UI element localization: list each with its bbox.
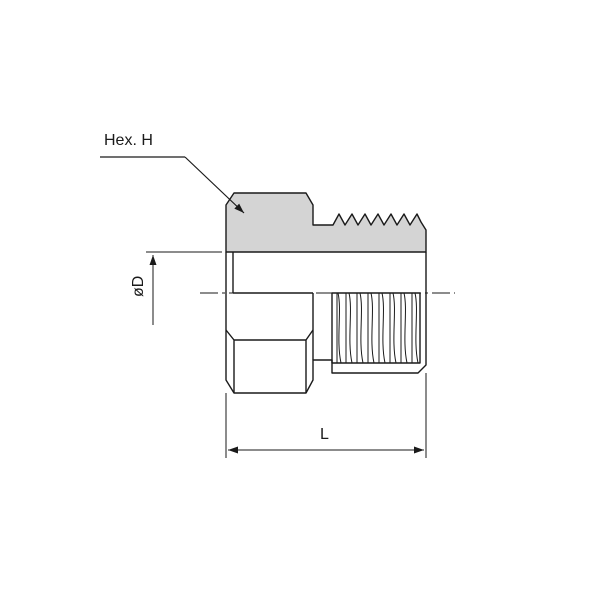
length-label: L	[320, 426, 329, 443]
thread-lower	[331, 292, 421, 364]
hex-label: Hex. H	[104, 132, 153, 149]
hex-leader-arrow	[184, 156, 245, 214]
section-hatch-area	[225, 192, 427, 253]
diameter-label: øD	[130, 275, 147, 297]
body-outline	[225, 252, 427, 394]
hex-flats	[225, 329, 314, 393]
